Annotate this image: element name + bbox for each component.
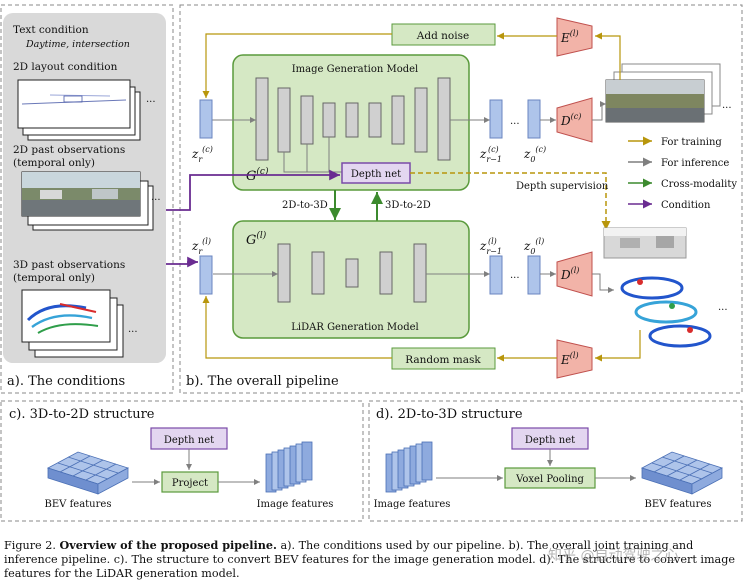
z-0-l-label: z0(l) xyxy=(523,237,544,256)
lidar-latent-ellipsis: ... xyxy=(510,270,520,281)
depth-supervision-line xyxy=(410,172,611,230)
z-r1-l-latent xyxy=(489,255,503,295)
depth-net-label: Depth net xyxy=(351,169,401,180)
image-features-c-label: Image features xyxy=(257,499,334,510)
image-unet-blocks xyxy=(255,77,451,161)
legend: For training For inference Cross-modalit… xyxy=(628,136,737,211)
image-encoder xyxy=(556,17,593,57)
depth-supervision-label: Depth supervision xyxy=(516,181,609,192)
past2d-ellipsis: ... xyxy=(151,192,161,203)
image-skip-connections xyxy=(210,117,490,173)
caption-title: Overview of the proposed pipeline. xyxy=(59,538,277,552)
generated-lidar-ellipsis: ... xyxy=(718,302,728,313)
past2d-label-line2: (temporal only) xyxy=(13,157,95,169)
z-r-c-latent xyxy=(199,99,213,139)
layout-ellipsis: ... xyxy=(146,94,156,105)
lidar-encoder xyxy=(556,339,593,379)
generated-lidar-stack: ... xyxy=(620,276,728,348)
panel-d-border xyxy=(368,400,743,522)
past3d-ellipsis: ... xyxy=(128,324,138,335)
pipeline-section-label: b). The overall pipeline xyxy=(186,374,339,389)
z-r1-l-label: zr−1(l) xyxy=(479,237,502,256)
past3d-image-stack: ... xyxy=(21,289,138,358)
z-r1-c-label: zr−1(c) xyxy=(479,145,502,164)
image-features-c xyxy=(265,441,313,493)
bev-grid-d xyxy=(640,451,724,495)
bev-grid-c xyxy=(46,451,130,495)
depth-net-c-label: Depth net xyxy=(164,435,214,446)
conditions-section-label: a). The conditions xyxy=(7,374,125,389)
layout-image-stack: ... xyxy=(17,79,156,141)
depth-map-image xyxy=(603,227,687,259)
structure-c-title: c). 3D-to-2D structure xyxy=(9,407,155,422)
z-r-l-label: zr(l) xyxy=(191,237,211,256)
z-r-c-label: zr(c) xyxy=(191,145,213,164)
z-0-c-label: z0(c) xyxy=(523,145,546,164)
past2d-label-line1: 2D past observations xyxy=(13,144,125,156)
panel-c-border xyxy=(0,400,364,522)
bev-features-d-label: BEV features xyxy=(645,499,712,510)
past3d-label-line2: (temporal only) xyxy=(13,272,95,284)
z-0-l-latent xyxy=(527,255,541,295)
structure-d-title: d). 2D-to-3D structure xyxy=(376,407,523,422)
image-model-title: Image Generation Model xyxy=(292,64,419,75)
image-latent-ellipsis: ... xyxy=(510,116,520,127)
conditions-panel-3d: 3D past observations (temporal only) ... xyxy=(3,252,166,363)
condition-arrow-2d xyxy=(166,169,340,211)
panel-a-border xyxy=(0,4,174,394)
watermark: 知乎 @自动驾驶之心 xyxy=(548,548,679,564)
z-r-l-latent xyxy=(199,255,213,295)
image-decoder xyxy=(556,97,593,143)
legend-cross-modality: Cross-modality xyxy=(661,179,737,190)
to2d-label: 3D-to-2D xyxy=(385,200,431,211)
z-0-c-latent xyxy=(527,99,541,139)
past2d-image-stack: ... xyxy=(21,171,161,231)
generated-images-stack: ... xyxy=(605,63,732,123)
caption-figure-no: Figure 2. xyxy=(4,539,56,552)
depth-net-d-label: Depth net xyxy=(525,435,575,446)
generated-images-ellipsis: ... xyxy=(722,100,732,111)
bev-features-c-label: BEV features xyxy=(45,499,112,510)
figure-caption: Figure 2. Overview of the proposed pipel… xyxy=(4,538,742,581)
lidar-decoder xyxy=(556,251,593,297)
legend-condition: Condition xyxy=(661,200,711,211)
z-r1-c-latent xyxy=(489,99,503,139)
image-features-d xyxy=(385,441,433,493)
voxel-pooling-label: Voxel Pooling xyxy=(515,474,584,485)
text-condition-label: Text condition xyxy=(13,24,89,36)
image-features-d-label: Image features xyxy=(374,499,451,510)
condition-arrow-3d xyxy=(166,256,198,268)
layout-condition-label: 2D layout condition xyxy=(13,61,118,73)
add-noise-label: Add noise xyxy=(416,30,469,42)
past3d-label-line1: 3D past observations xyxy=(13,259,125,271)
legend-training: For training xyxy=(661,137,722,148)
panel-b-border xyxy=(179,4,743,394)
lidar-model-title: LiDAR Generation Model xyxy=(291,322,418,333)
random-mask-label: Random mask xyxy=(405,354,481,366)
text-condition-value: Daytime, intersection xyxy=(25,39,130,50)
legend-inference: For inference xyxy=(661,158,729,169)
project-label: Project xyxy=(172,478,208,489)
caption-body: a). The conditions used by our pipeline.… xyxy=(4,539,736,580)
lidar-unet-blocks xyxy=(277,243,427,303)
to3d-label: 2D-to-3D xyxy=(282,200,328,211)
